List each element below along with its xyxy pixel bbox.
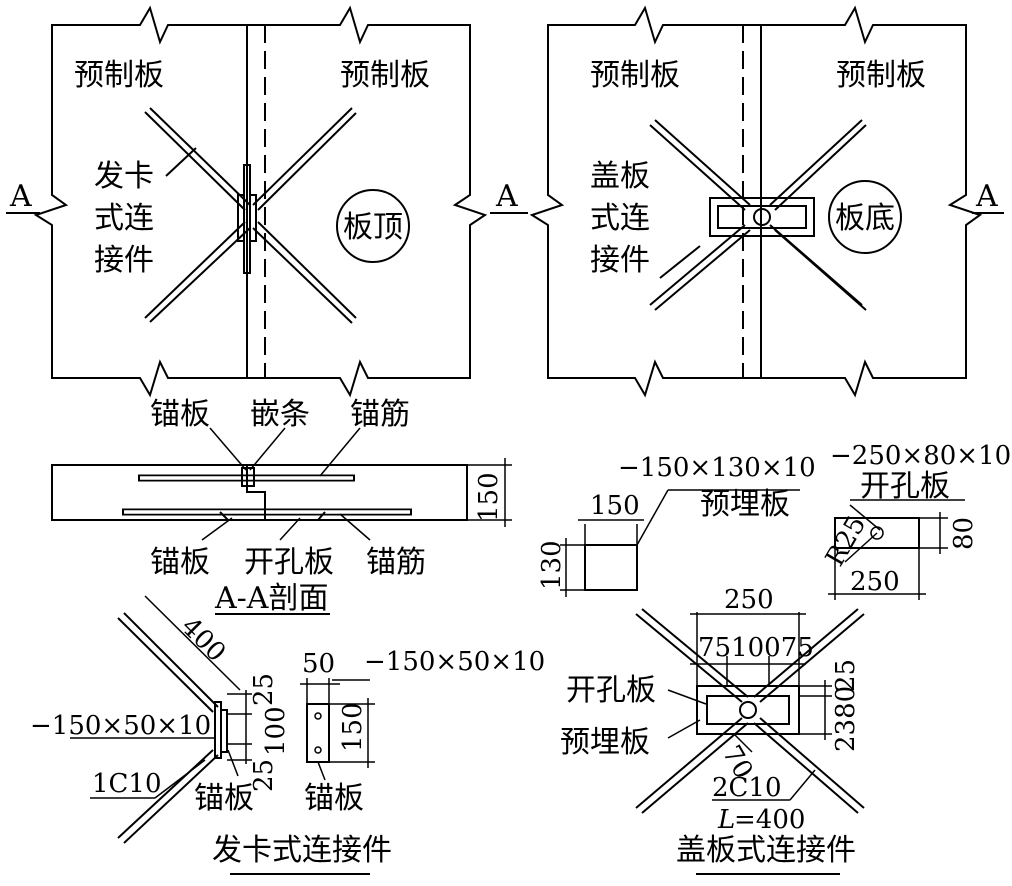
section-aa: 150 锚板 嵌条 锚筋 锚板 开孔板 锚筋 A-A剖面 — [51, 397, 512, 616]
cover-label-hole-plate: 开孔板 — [566, 673, 656, 708]
plan-right-circle-label: 板底 — [835, 201, 895, 236]
plan-left-panel-right-label: 预制板 — [340, 58, 430, 93]
cover-bar-length-value: =400 — [734, 805, 805, 835]
plan-left-panel-left-label: 预制板 — [74, 58, 164, 93]
plan-right-panel-left-label: 预制板 — [590, 58, 680, 93]
cover-title: 盖板式连接件 — [676, 833, 856, 868]
plan-right-panel-right-label: 预制板 — [836, 58, 926, 93]
plan-left-callout-line2: 式连 — [94, 201, 154, 236]
section-mark-right-left: A — [495, 179, 518, 214]
hairpin-title: 发卡式连接件 — [212, 833, 392, 868]
cover-hole-spec: −250×80×10 — [830, 441, 1011, 471]
section-depth-dim: 150 — [474, 472, 504, 522]
hairpin-plate-spec: −150×50×10 — [30, 711, 211, 741]
section-bottom-label-3: 锚筋 — [366, 545, 426, 580]
hairpin-bar-spec: 1C10 — [92, 769, 162, 799]
cover-embed-width-dim: 150 — [590, 491, 640, 521]
section-top-label-3: 锚筋 — [350, 397, 410, 432]
cover-embed-spec: −150×130×10 — [618, 453, 816, 483]
cover-detail: 150 130 −150×130×10 预埋板 250 80 R25 −250×… — [537, 441, 1011, 875]
plan-right-callout-line1: 盖板 — [590, 159, 650, 194]
section-bottom-label-2: 开孔板 — [244, 545, 334, 580]
section-mark-right: A — [975, 179, 998, 214]
cover-radius-dim: R25 — [820, 511, 872, 572]
hairpin-length-dim: 400 — [175, 612, 231, 668]
plan-right-callout-line2: 式连 — [590, 201, 650, 236]
section-bottom-label-1: 锚板 — [150, 545, 210, 580]
hairpin-dim-25-bottom: 25 — [249, 759, 279, 792]
cover-label-embed-plate: 预埋板 — [560, 725, 650, 760]
hairpin-dim-25-top: 25 — [249, 673, 279, 706]
plan-left-callout-line1: 发卡 — [94, 159, 154, 194]
hairpin-detail-width-dim: 50 — [302, 649, 335, 679]
section-top-label-1: 锚板 — [150, 397, 210, 432]
plan-right: 预制板 预制板 盖板 式连 接件 板底 A A — [490, 5, 1004, 398]
plan-left-circle-label: 板顶 — [343, 210, 403, 245]
cover-hole-label: 开孔板 — [860, 469, 950, 504]
cover-sub-dims: 7510075 — [698, 633, 814, 663]
hairpin-detail-height-dim: 150 — [338, 702, 368, 752]
hairpin-detail-label: 锚板 — [304, 781, 364, 816]
cover-hole-height-dim: 80 — [949, 517, 979, 550]
cover-embed-height-dim: 130 — [537, 540, 567, 590]
plan-left: 预制板 预制板 发卡 式连 接件 板顶 A — [6, 5, 488, 398]
hairpin-detail: 400 −150×50×10 1C10 25 100 25 锚板 50 −150… — [30, 595, 545, 875]
hairpin-detail-spec: −150×50×10 — [364, 647, 545, 677]
hairpin-plate-label: 锚板 — [194, 781, 254, 816]
section-top-label-2: 嵌条 — [250, 397, 310, 432]
cover-right-dims-2: 2380 — [831, 686, 861, 752]
cover-right-dims: 25 — [831, 659, 861, 692]
section-title: A-A剖面 — [214, 581, 328, 616]
hairpin-dim-100: 100 — [261, 706, 291, 756]
cover-embed-label: 预埋板 — [700, 487, 790, 522]
plan-left-callout-line3: 接件 — [94, 243, 154, 278]
plan-right-callout-line3: 接件 — [590, 243, 650, 278]
cover-bar-length-prefix: L — [717, 805, 735, 835]
cover-bar-spec: 2C10 — [712, 773, 782, 803]
section-mark-left: A — [9, 179, 32, 214]
cover-hole-width-dim: 250 — [850, 567, 900, 597]
cover-overall-dim: 250 — [724, 585, 774, 615]
